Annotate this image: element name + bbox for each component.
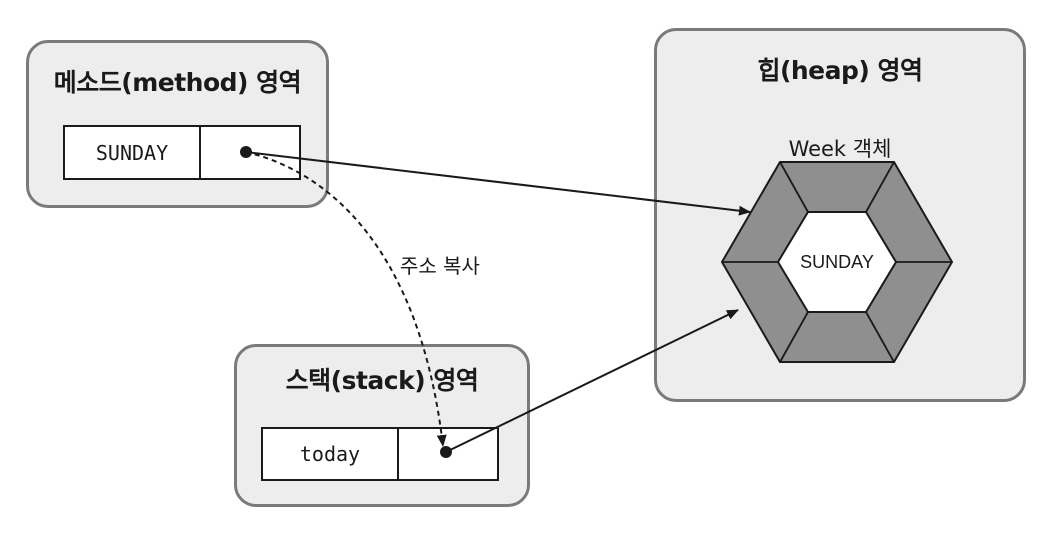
hexagon-divider xyxy=(779,311,809,363)
method-reference-arrow xyxy=(245,151,751,216)
stack-variable-row: today xyxy=(261,427,499,481)
stack-variable-name: today xyxy=(263,429,399,479)
heap-object-value: SUNDAY xyxy=(800,252,874,272)
stack-reference-arrow xyxy=(445,309,739,453)
method-variable-row: SUNDAY xyxy=(63,125,301,180)
address-copy-label: 주소 복사 xyxy=(400,254,480,278)
week-object-hexagon xyxy=(720,161,954,363)
heap-object-label: Week 객체 xyxy=(788,137,892,161)
stack-reference-dot xyxy=(440,446,452,458)
address-copy-arrow xyxy=(245,151,447,447)
hexagon-divider xyxy=(865,161,895,213)
heap-area-title: 힙(heap) 영역 xyxy=(757,56,923,85)
hexagon-divider xyxy=(865,311,895,363)
hexagon-divider xyxy=(779,161,809,213)
method-area: 메소드(method) 영역 SUNDAY xyxy=(26,40,329,208)
method-area-title: 메소드(method) 영역 xyxy=(53,68,302,97)
method-reference-dot xyxy=(240,146,252,158)
method-variable-name: SUNDAY xyxy=(65,127,201,178)
heap-area: 힙(heap) 영역 Week 객체 xyxy=(654,28,1026,402)
stack-area-title: 스택(stack) 영역 xyxy=(285,366,479,395)
stack-area: 스택(stack) 영역 today xyxy=(234,344,530,507)
